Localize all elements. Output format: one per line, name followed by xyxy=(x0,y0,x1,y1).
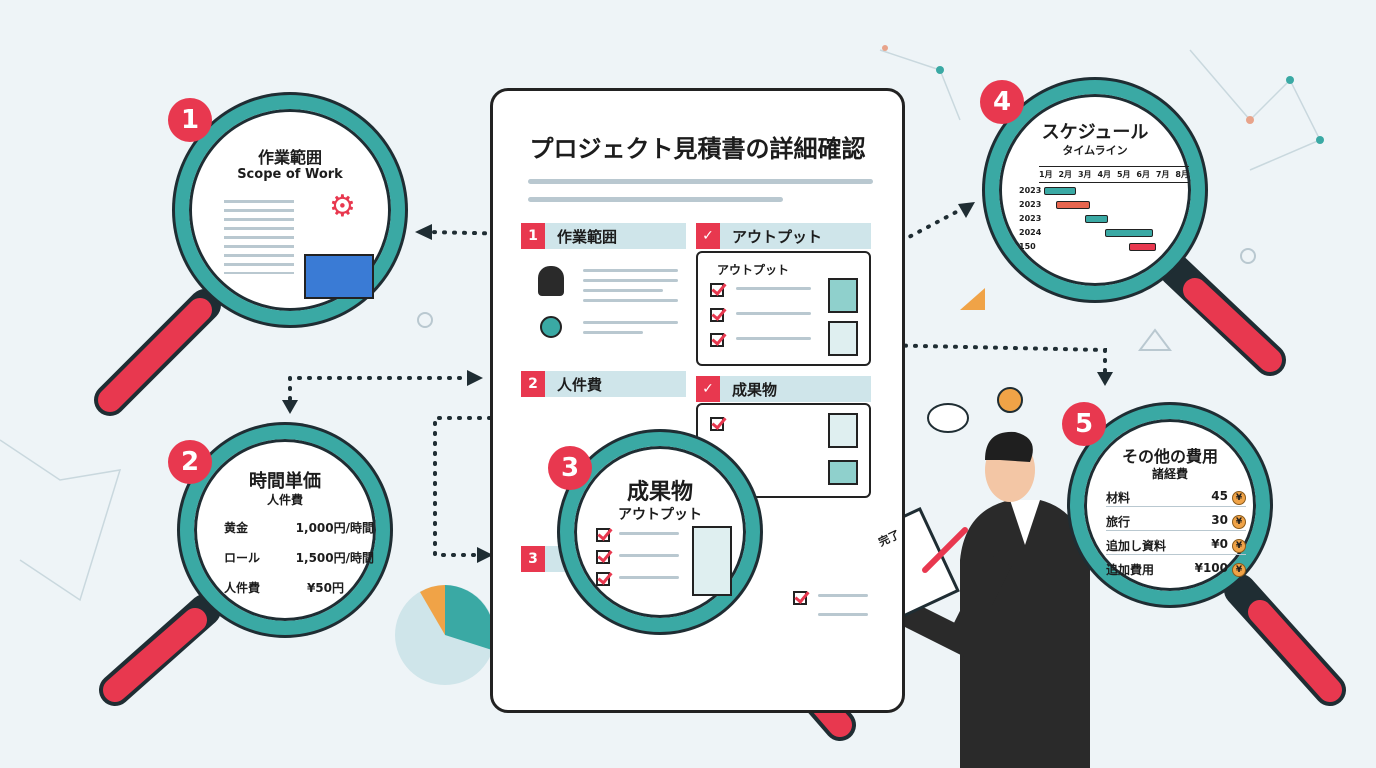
yen-coin-icon: ¥ xyxy=(1232,491,1246,505)
rate-row: 人件費 ¥50円 xyxy=(224,579,344,596)
output-box: アウトプット xyxy=(696,251,871,366)
section-label: 作業範囲 xyxy=(557,227,618,246)
gear-icon: ⚙ xyxy=(329,189,356,224)
output-check-header[interactable]: ✓ アウトプット xyxy=(696,223,871,249)
cost-value: 45 xyxy=(1211,489,1228,503)
checkmark-icon: ✓ xyxy=(696,376,720,402)
cost-row: 追加費用 ¥100 ¥ xyxy=(1106,561,1246,578)
month-label: 7月 xyxy=(1155,170,1170,179)
gantt-chart: 1月 2月 3月 4月 5月 6月 7月 8月 2023 2023 2023 2024 150 xyxy=(1019,166,1189,276)
rate-label: 黄金 xyxy=(224,521,249,535)
cost-label: 材料 xyxy=(1106,491,1131,505)
step-badge-1: 1 xyxy=(168,98,212,142)
month-label: 6月 xyxy=(1136,170,1150,179)
gantt-bar xyxy=(1056,201,1090,209)
rate-value: 1,500円/時間 xyxy=(295,551,374,565)
rate-row: 黄金 1,000円/時間 xyxy=(224,519,374,536)
monitor-icon xyxy=(828,460,858,485)
step-badge-5: 5 xyxy=(1062,402,1106,446)
lens-title: その他の費用 xyxy=(1121,447,1218,466)
yen-coin-icon: ¥ xyxy=(1232,515,1246,529)
month-label: 2月 xyxy=(1058,170,1073,179)
lens-title: 時間単価 xyxy=(249,471,321,492)
cost-label: 追加費用 xyxy=(1106,563,1155,577)
row-label: 2023 xyxy=(1019,214,1042,223)
cost-label: 旅行 xyxy=(1106,515,1131,529)
lens-subtitle: タイムライン xyxy=(1062,144,1128,157)
text-line xyxy=(528,179,873,184)
section-number: 3 xyxy=(521,546,545,572)
row-label: 2024 xyxy=(1019,228,1042,237)
deliverables-check-header[interactable]: ✓ 成果物 xyxy=(696,376,871,402)
cost-label: 追加し資料 xyxy=(1106,539,1167,553)
lens-title: 成果物 xyxy=(626,480,693,505)
text-lines xyxy=(224,194,294,274)
cost-value: 30 xyxy=(1211,513,1228,527)
checkbox-checked[interactable] xyxy=(793,591,807,605)
text-line xyxy=(528,197,783,202)
rate-row: ロール 1,500円/時間 xyxy=(224,549,374,566)
step-badge-2: 2 xyxy=(168,440,212,484)
section-1-header[interactable]: 1 作業範囲 xyxy=(521,223,686,249)
step-badge-3: 3 xyxy=(548,446,592,490)
cost-row: 追加し資料 ¥0 ¥ xyxy=(1106,537,1246,555)
magnifier-schedule: スケジュール タイムライン 1月 2月 3月 4月 5月 6月 7月 8月 2023 2023… xyxy=(985,80,1205,300)
section-2-header[interactable]: 2 人件費 xyxy=(521,371,686,397)
lens-subtitle: 人件費 xyxy=(266,493,303,507)
section-number: 1 xyxy=(521,223,545,249)
month-label: 4月 xyxy=(1097,170,1112,179)
check-label: アウトプット xyxy=(732,227,823,246)
checkbox-checked[interactable] xyxy=(710,283,724,297)
yen-coin-icon: ¥ xyxy=(1232,563,1246,577)
cost-value: ¥0 xyxy=(1211,537,1228,551)
lens-title: スケジュール xyxy=(1041,122,1149,143)
document-icon xyxy=(828,413,858,448)
rate-label: ロール xyxy=(224,551,261,565)
section-number: 2 xyxy=(521,371,545,397)
section-label: 人件費 xyxy=(557,375,603,394)
row-label: 150 xyxy=(1019,242,1036,251)
month-label: 1月 xyxy=(1039,170,1053,179)
person-icon xyxy=(538,266,564,296)
gantt-bar xyxy=(1129,243,1156,251)
month-label: 5月 xyxy=(1116,170,1131,179)
checkbox-checked[interactable] xyxy=(710,333,724,347)
pie-decoration xyxy=(395,585,495,685)
lens-subtitle: 諸経費 xyxy=(1151,467,1188,481)
document-title: プロジェクト見積書の詳細確認 xyxy=(529,135,866,163)
lens-subtitle: Scope of Work xyxy=(237,167,343,182)
magnifier-deliverables: 成果物 アウトプット xyxy=(560,432,760,632)
gantt-bar xyxy=(1044,187,1076,195)
document-icon xyxy=(828,278,858,313)
step-badge-4: 4 xyxy=(980,80,1024,124)
lens-subtitle: アウトプット xyxy=(618,507,702,523)
checkbox-checked[interactable] xyxy=(710,417,724,431)
check-circle-icon xyxy=(540,316,562,338)
output-box-title: アウトプット xyxy=(716,263,789,277)
check-label: 成果物 xyxy=(732,380,778,399)
rate-label: 人件費 xyxy=(224,581,261,595)
document-icon xyxy=(828,321,858,356)
month-label: 3月 xyxy=(1077,170,1092,179)
lens-title: 作業範囲 xyxy=(257,148,322,167)
row-label: 2023 xyxy=(1019,200,1042,209)
rate-value: ¥50円 xyxy=(306,581,344,595)
checklist-document-icon xyxy=(692,526,732,596)
cost-value: ¥100 xyxy=(1194,561,1228,575)
blueprint-icon xyxy=(304,254,374,299)
yen-coin-icon: ¥ xyxy=(1232,539,1246,553)
cost-row: 材料 45 ¥ xyxy=(1106,489,1246,507)
month-label: 8月 xyxy=(1175,170,1189,179)
row-label: 2023 xyxy=(1019,186,1042,195)
checkmark-icon: ✓ xyxy=(696,223,720,249)
gantt-bar xyxy=(1105,229,1153,237)
cost-row: 旅行 30 ¥ xyxy=(1106,513,1246,531)
checkbox-checked[interactable] xyxy=(710,308,724,322)
rate-value: 1,000円/時間 xyxy=(295,521,374,535)
gantt-bar xyxy=(1085,215,1108,223)
